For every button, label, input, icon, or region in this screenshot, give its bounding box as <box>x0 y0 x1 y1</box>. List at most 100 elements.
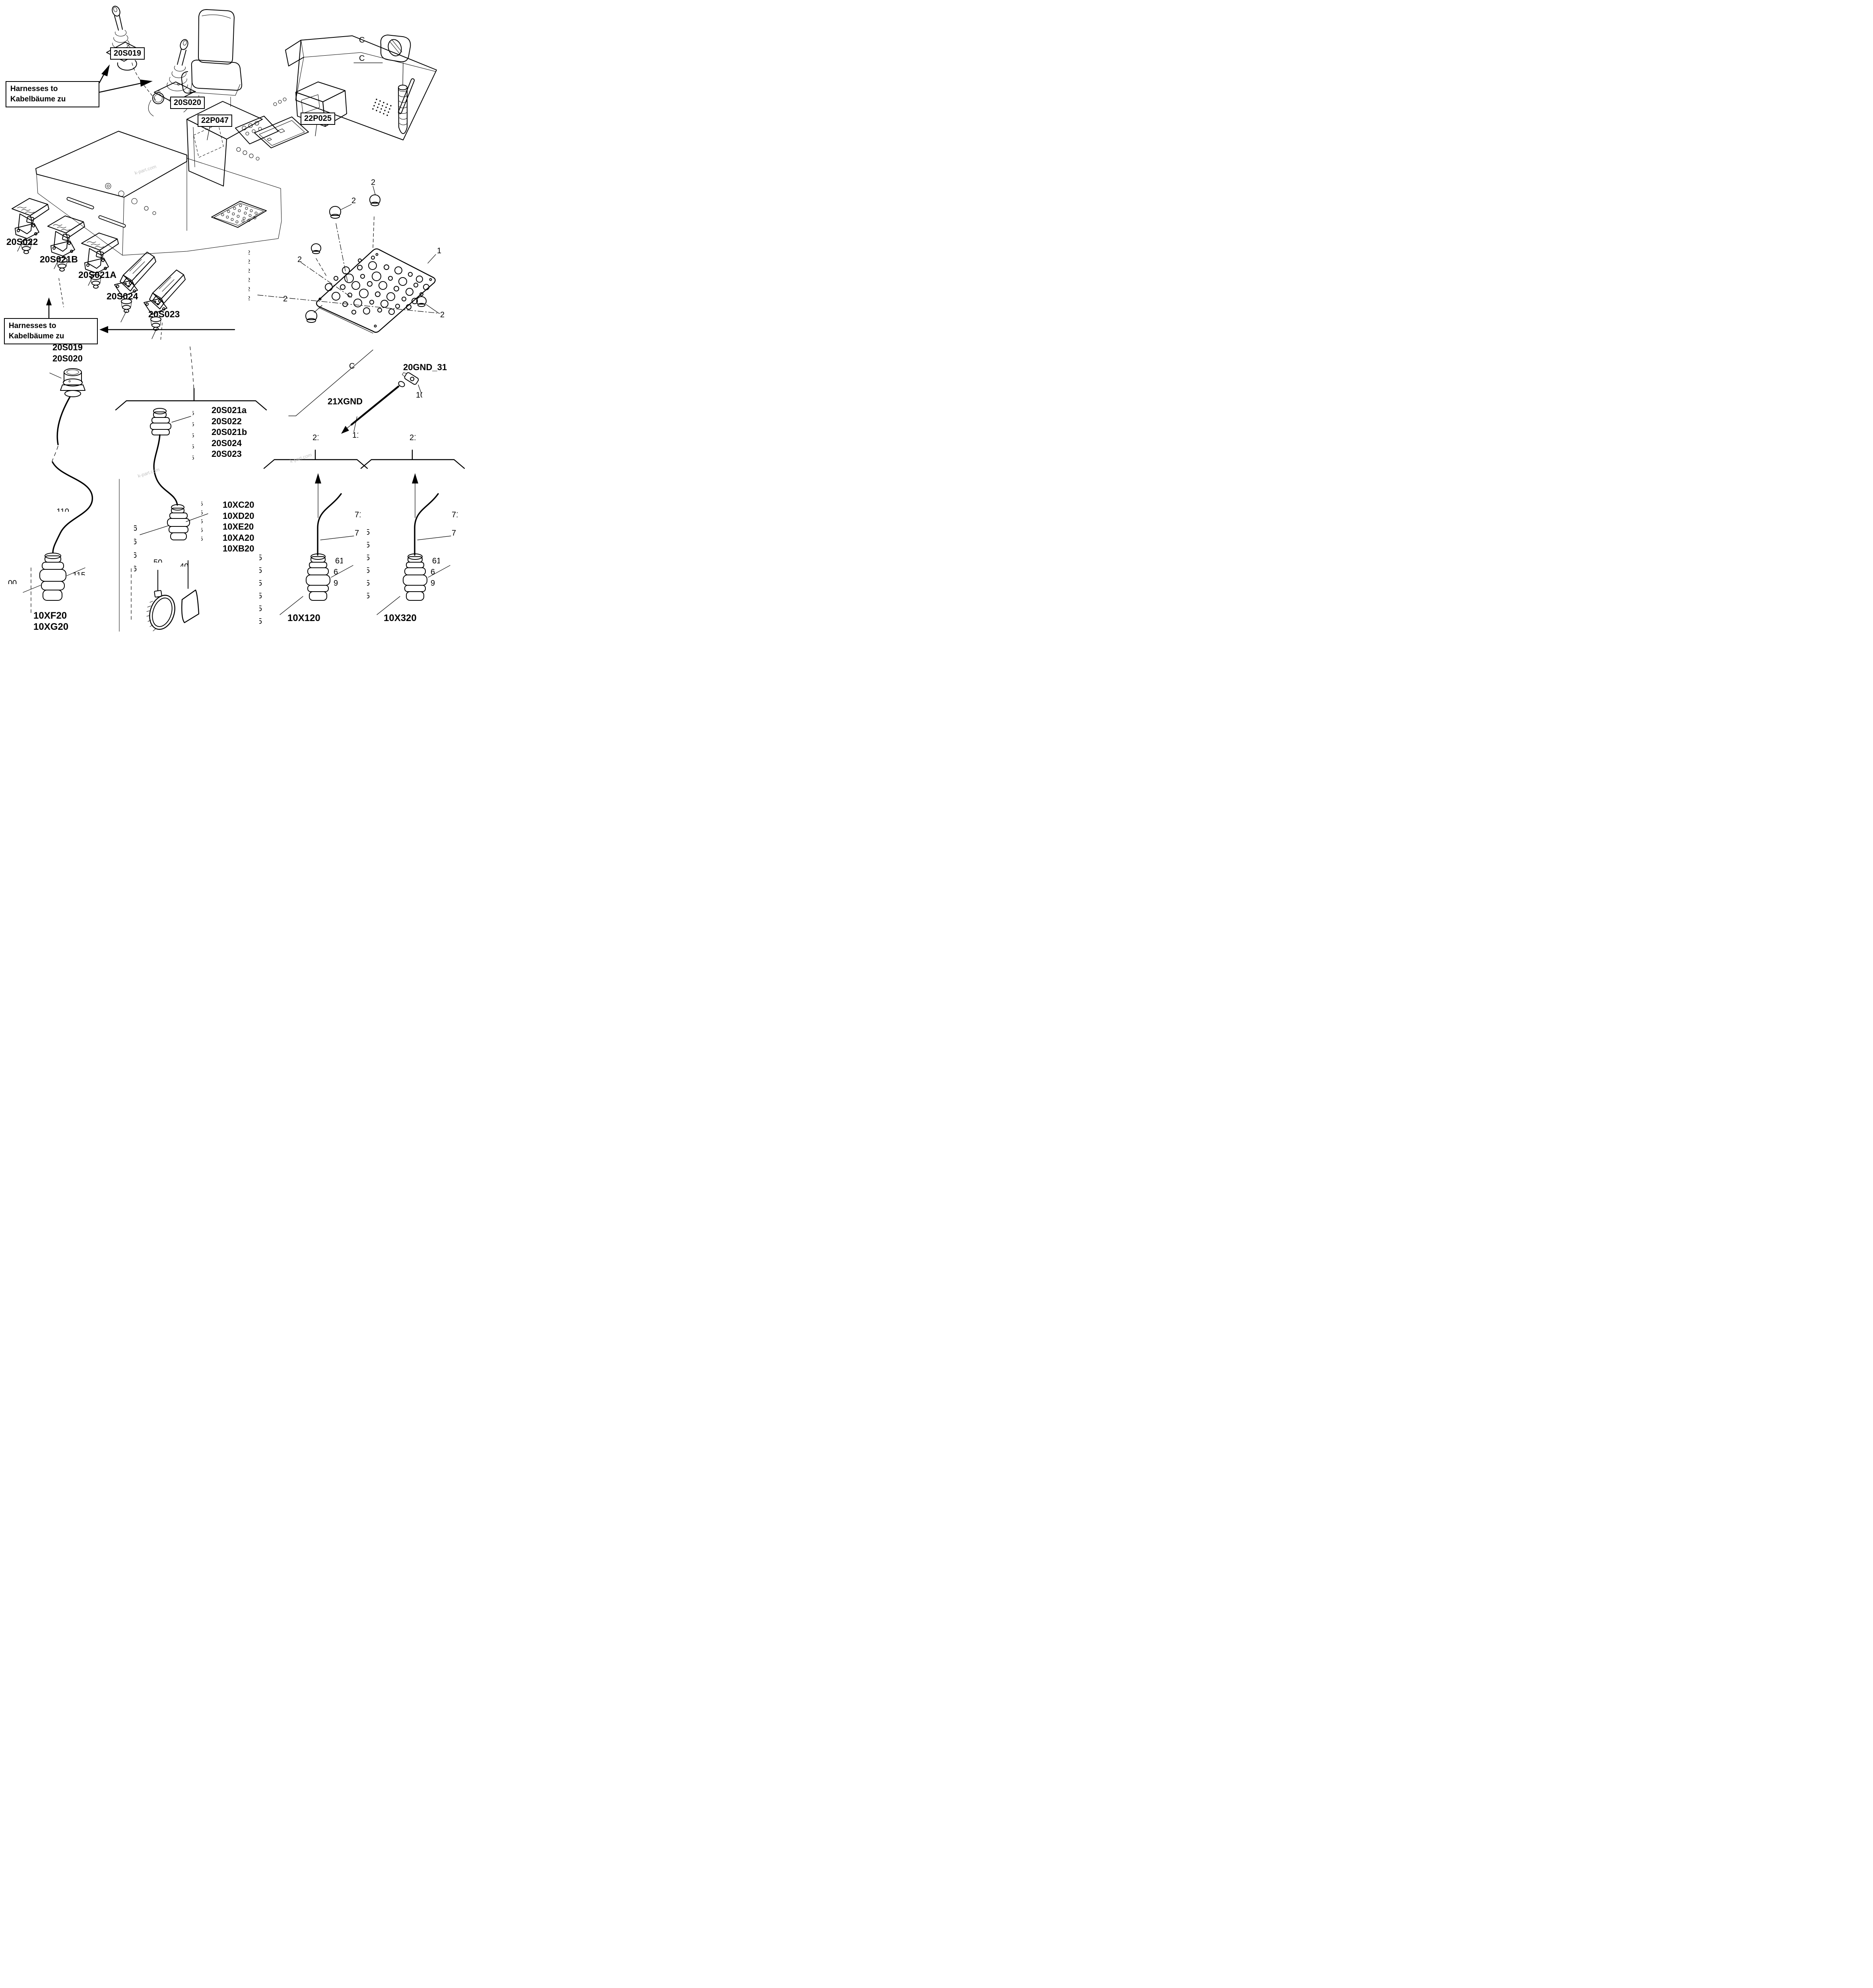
clipped-5: 5 <box>192 410 194 417</box>
list-item: 20S021a <box>212 405 247 415</box>
callout-2: 2 <box>440 311 445 319</box>
list-item: 10XD20 <box>223 511 254 521</box>
parts-diagram-page: Harnesses to Kabelbäume zu Harnesses to … <box>0 0 468 639</box>
clipped-50: 50 <box>153 558 163 563</box>
clipped-5: 5 <box>259 579 262 588</box>
note-line1: Harnesses to <box>10 85 58 93</box>
pedal-label-20S023: 20S023 <box>148 309 180 319</box>
note-line1: Harnesses to <box>9 322 56 330</box>
clipped-61: 61 <box>335 557 343 565</box>
list-item: 20S023 <box>212 449 242 459</box>
seat-base-console <box>186 101 263 186</box>
joystick2-drawing <box>148 39 195 116</box>
clipped-letter-C: C <box>359 36 365 45</box>
label-20GND_31: 20GND_31 <box>403 362 447 372</box>
clipped-5: 5 <box>201 518 203 525</box>
clipped-letter-C: C <box>349 362 355 371</box>
pedal-label-20S021B: 20S021B <box>40 254 78 264</box>
clipped-5: 5 <box>367 592 370 600</box>
connector-label-10XG20: 10XG20 <box>33 621 69 632</box>
pedal-label-20S022: 20S022 <box>6 237 38 247</box>
clipped-5: 5 <box>259 604 262 613</box>
clipped-5: 5 <box>259 553 262 562</box>
ground-strap-drawing <box>288 349 422 434</box>
pedal-label-20S021A: 20S021A <box>78 270 116 280</box>
label-box-20S019: 20S019 <box>110 47 145 60</box>
clipped-letter-C: C <box>359 54 365 63</box>
clipped-callout-2: 2 <box>248 295 250 302</box>
clipped-61: 61 <box>432 557 440 565</box>
clipped-115: 115 <box>73 571 85 575</box>
pedal-20S023 <box>144 270 186 331</box>
connector-list: 10XC20 10XD20 10XE20 10XA20 10XB20 <box>223 499 254 554</box>
pedal-20S024 <box>114 252 156 313</box>
clipped-callout-2: 2 <box>248 277 250 283</box>
callout-9: 9 <box>334 579 338 588</box>
grommet-plugs <box>305 194 427 323</box>
list-item: 10XB20 <box>223 544 254 553</box>
clipped-5: 5 <box>201 536 203 542</box>
label-10X120: 10X120 <box>287 613 320 623</box>
callout-6: 6 <box>431 568 435 577</box>
clipped-5: 5 <box>367 528 370 537</box>
clipped-5: 5 <box>192 444 194 450</box>
clipped-6: 6 <box>134 524 138 533</box>
callout-9: 9 <box>431 579 435 588</box>
clipped-5: 5 <box>201 501 203 507</box>
clipped-1-1: 11 <box>352 431 358 440</box>
left-harness-drawing <box>23 368 132 623</box>
gauge-panels <box>235 97 309 161</box>
x320-drawing <box>360 449 465 615</box>
clipped-callout-2: 2 <box>248 268 250 274</box>
callout-1-plate: 1 <box>437 247 442 255</box>
group-title-20S020: 20S020 <box>52 353 83 363</box>
list-item: 20S024 <box>212 438 242 448</box>
clipped-6: 6 <box>134 538 137 546</box>
group-title-20S019: 20S019 <box>52 342 83 352</box>
list-item: 20S022 <box>212 416 242 426</box>
clamp-and-screw-drawing <box>353 35 411 134</box>
clipped-6: 6 <box>134 565 137 573</box>
clipped-6: 6 <box>134 551 137 560</box>
x120-drawing <box>263 449 368 615</box>
clipped-7x: 71 <box>355 511 361 519</box>
note-line2: Kabelbäume zu <box>9 332 64 340</box>
clipped-110: 110 <box>56 507 69 512</box>
clipped-5: 5 <box>259 592 262 600</box>
note-line2: Kabelbäume zu <box>10 95 66 103</box>
operator-platform-drawing <box>12 6 437 342</box>
label-21XGND: 21XGND <box>328 396 363 406</box>
clipped-1-0: 10 <box>416 391 422 400</box>
callout-2: 2 <box>283 295 288 303</box>
clipped-5: 5 <box>192 433 194 439</box>
floor-plate-drawing <box>257 186 440 334</box>
callout-2: 2 <box>297 255 302 264</box>
clipped-5: 5 <box>201 510 203 516</box>
center-harness-drawing <box>115 346 267 631</box>
callout-7: 7 <box>355 529 359 538</box>
label-10X320: 10X320 <box>384 613 417 623</box>
clipped-00: 00 <box>8 579 17 584</box>
clipped-5: 5 <box>192 421 194 428</box>
floor-mat-holes <box>221 204 258 223</box>
clipped-2x: 21 <box>410 433 415 442</box>
note-arrows <box>46 64 235 333</box>
harness-note-box-top: Harnesses to Kabelbäume zu <box>6 81 99 108</box>
clipped-callout-2: 2 <box>248 286 250 293</box>
clipped-40: 40 <box>180 562 189 567</box>
callout-2: 2 <box>351 196 356 205</box>
label-box-20S020: 20S020 <box>170 97 205 109</box>
clipped-5: 5 <box>259 566 262 575</box>
callout-2: 2 <box>371 178 376 187</box>
label-box-22P047: 22P047 <box>198 115 232 127</box>
clipped-2x: 21 <box>312 433 318 442</box>
label-box-22P025: 22P025 <box>301 113 335 125</box>
cable-tie-drawing <box>146 570 175 631</box>
clipped-5: 5 <box>367 553 370 562</box>
clipped-5: 5 <box>367 566 370 575</box>
list-item: 10XE20 <box>223 522 254 532</box>
clipped-5: 5 <box>367 541 370 549</box>
list-item: 20S021b <box>212 427 247 437</box>
harness-note-box-bottom: Harnesses to Kabelbäume zu <box>4 318 98 345</box>
list-item: 10XC20 <box>223 500 254 510</box>
